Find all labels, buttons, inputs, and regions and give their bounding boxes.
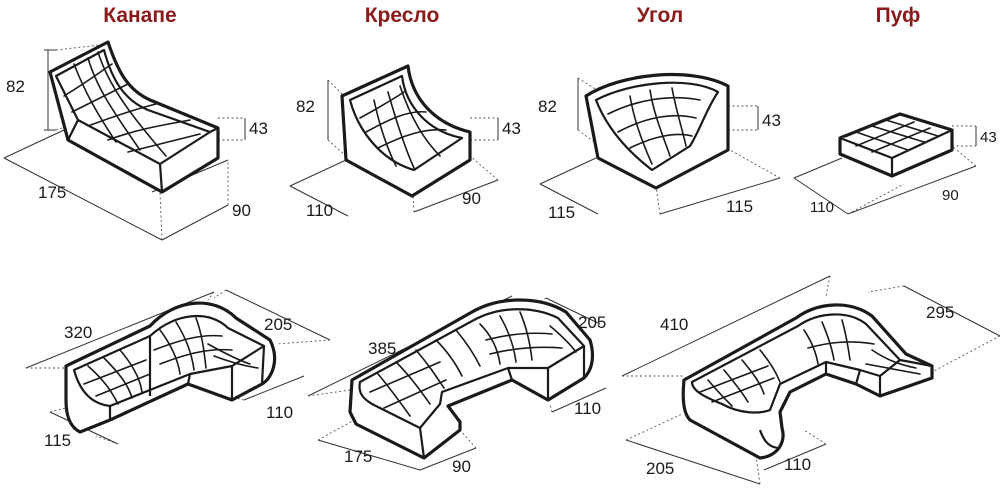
kreslo-depth: 90: [462, 189, 481, 208]
ugol-width-left: 115: [548, 203, 575, 222]
puf-height: 43: [980, 129, 997, 146]
combo1-side: 205: [264, 315, 292, 334]
combo3-depth-front: 110: [784, 455, 811, 474]
combo1-drawing: [25, 289, 331, 445]
combo3-side: 295: [926, 303, 954, 322]
ugol-width-right: 115: [726, 197, 753, 216]
combo3-length: 410: [660, 315, 688, 334]
combo2-left-depth: 90: [452, 457, 471, 476]
combo3-depth-left: 205: [646, 459, 674, 478]
puf-width: 110: [810, 199, 834, 216]
combo1-depth-left: 115: [44, 431, 71, 450]
ugol-seat-height: 43: [762, 111, 781, 130]
kreslo-seat-height: 43: [502, 119, 521, 138]
puf-drawing: [793, 112, 977, 215]
combo1-length: 320: [64, 323, 92, 342]
kanape-seat-height: 43: [249, 119, 268, 138]
ugol-drawing: [539, 72, 781, 215]
kreslo-height: 82: [296, 97, 315, 116]
combo3-drawing: [621, 275, 1000, 485]
combo1-depth-right: 110: [266, 403, 293, 422]
combo2-depth-right: 110: [574, 399, 601, 418]
kanape-height: 82: [6, 77, 25, 96]
kreslo-width: 110: [306, 201, 333, 220]
kanape-depth: 90: [232, 201, 251, 220]
kanape-drawing: [3, 40, 246, 241]
title-kreslo: Кресло: [364, 4, 440, 27]
title-puf: Пуф: [875, 4, 921, 27]
kreslo-drawing: [289, 64, 499, 217]
kanape-length: 175: [38, 183, 66, 202]
title-ugol: Угол: [636, 4, 684, 27]
puf-depth: 90: [942, 187, 959, 204]
combo2-length: 385: [368, 339, 396, 358]
combo2-drawing: [307, 295, 607, 471]
combo2-side: 205: [578, 313, 606, 332]
title-kanape: Канапе: [103, 4, 177, 27]
ugol-height: 82: [538, 97, 557, 116]
combo2-left-length: 175: [344, 447, 372, 466]
